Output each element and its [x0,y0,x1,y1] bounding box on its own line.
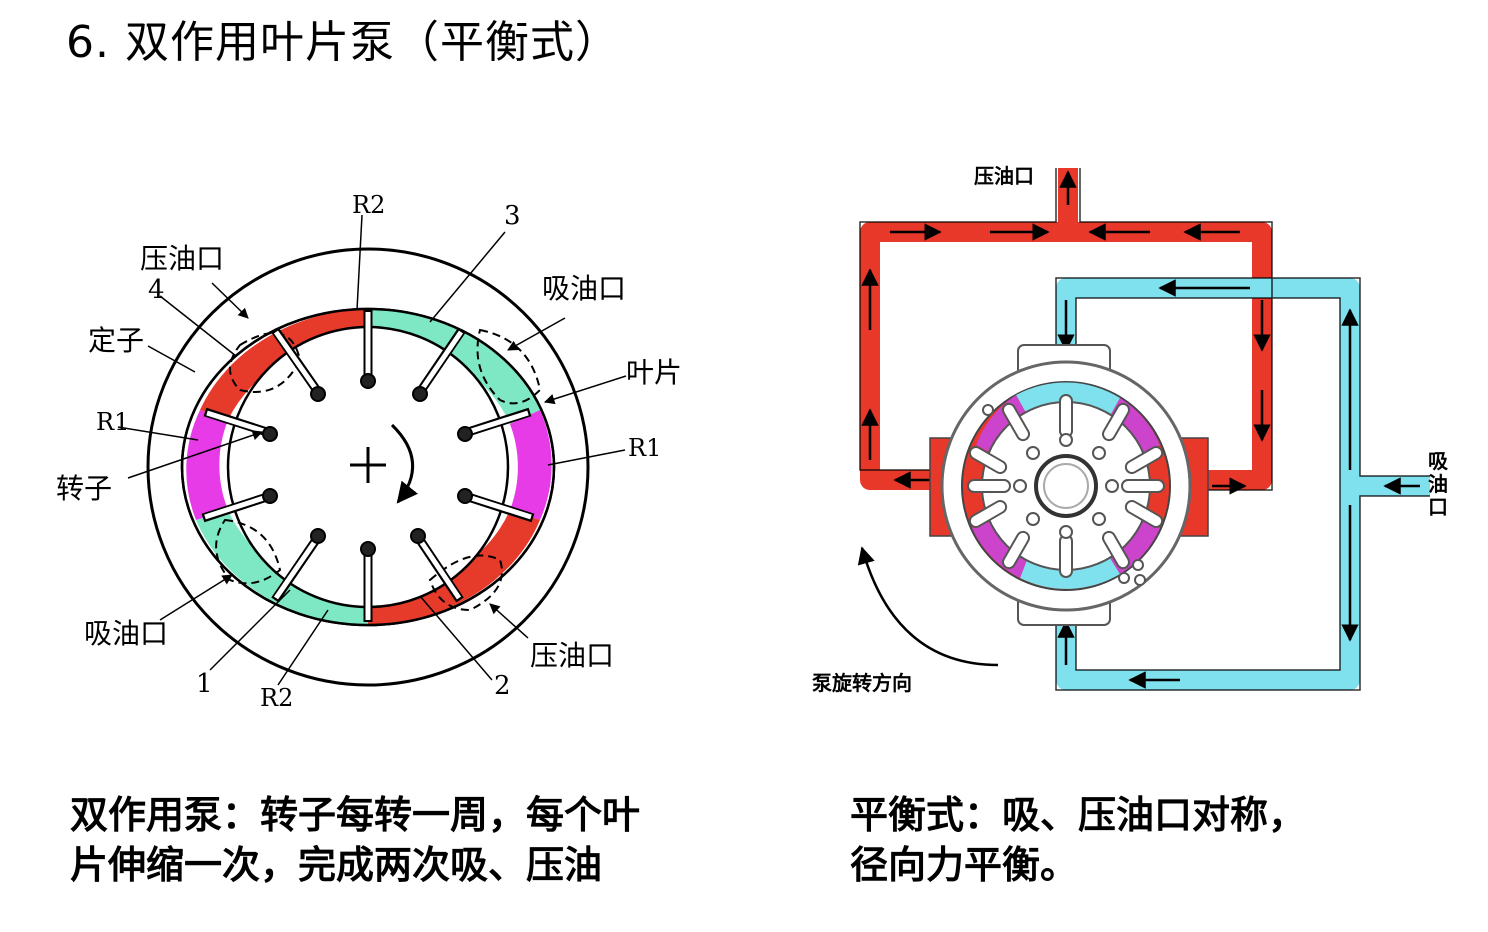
label-r2-top: R2 [352,191,385,219]
vane [457,407,532,442]
vane [271,528,326,603]
label-suction-top: 吸油口 [542,272,626,305]
label-suction-port-2: 油 [1428,472,1448,496]
vane [360,310,376,389]
right-caption-line1: 平衡式：吸、压油口对称， [850,793,1307,837]
left-caption: 双作用泵：转子每转一周，每个叶 片伸缩一次，完成两次吸、压油 [70,790,750,890]
label-r1-right: R1 [628,434,661,462]
label-num3: 3 [504,201,521,231]
label-r2-bottom: R2 [260,684,293,712]
label-rotor: 转子 [56,472,112,505]
label-suction-port-1: 吸 [1428,449,1449,473]
label-press-bottom: 压油口 [530,639,614,672]
left-pump-diagram: R2 3 压油口 4 吸油口 定子 叶片 R1 R1 转子 吸油口 压油口 1 … [56,191,682,712]
label-suction-port-3: 口 [1428,495,1448,519]
vane [271,327,326,402]
vane [410,528,464,603]
label-press-port: 压油口 [974,164,1034,188]
label-stator: 定子 [88,324,144,357]
label-suction-bottom: 吸油口 [84,617,168,650]
label-vane: 叶片 [626,356,682,389]
left-caption-line1: 双作用泵：转子每转一周，每个叶 [70,793,641,837]
right-caption: 平衡式：吸、压油口对称， 径向力平衡。 [850,790,1450,890]
vanes [201,310,535,622]
pump-rotation-arrow [857,546,999,667]
right-caption-line2: 径向力平衡。 [850,843,1079,887]
vane [203,407,278,442]
label-rotation: 泵旋转方向 [812,671,912,695]
label-num4: 4 [148,275,165,305]
label-press-top: 压油口 [140,242,224,275]
rotation-direction-arrow [390,423,419,504]
vane [457,488,535,523]
page-title: 6. 双作用叶片泵（平衡式） [66,17,620,68]
transition-zone-left [186,410,228,520]
vane [201,488,278,523]
vane [412,327,466,402]
left-caption-line2: 片伸缩一次，完成两次吸、压油 [70,843,603,887]
rotor-center-mark [350,447,386,483]
transition-zone-right [510,410,552,520]
label-num1: 1 [196,669,213,699]
right-vanes [967,394,1165,578]
right-pump-diagram: 压油口 吸 油 口 泵旋转方向 [812,164,1449,695]
label-num2: 2 [494,671,511,701]
vane [360,541,376,622]
label-r1-left: R1 [96,408,129,436]
